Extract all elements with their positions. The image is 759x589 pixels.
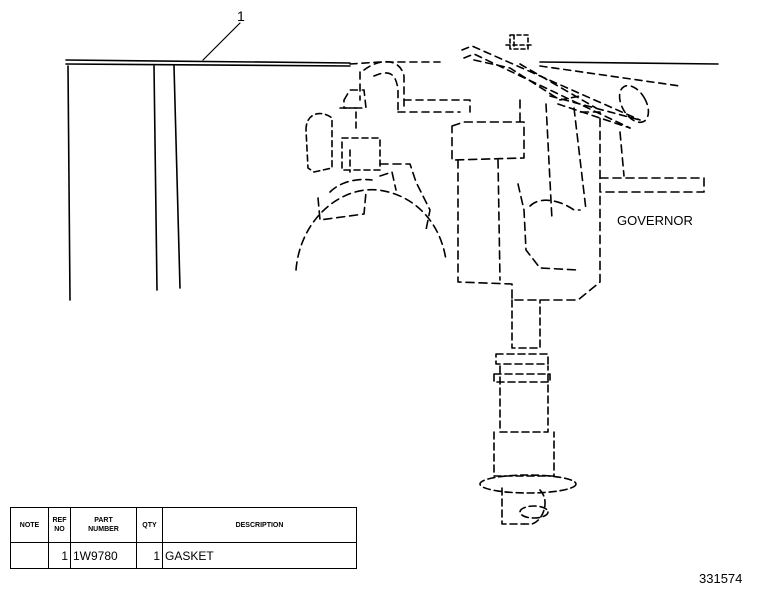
fuel-elbow-fitting <box>305 107 381 173</box>
header-part-number-line1: PART <box>94 517 113 524</box>
table-row: 1 1W9780 1 GASKET <box>10 542 357 569</box>
governor-lever <box>461 45 650 129</box>
front-housing <box>295 163 447 271</box>
callout-leader <box>202 22 241 61</box>
cell-qty: 1 <box>136 542 163 569</box>
header-ref-no-line2: NO <box>54 526 65 533</box>
cell-description: GASKET <box>162 542 357 569</box>
upper-housing-ghost <box>343 60 471 113</box>
upper-right-edge <box>539 61 719 65</box>
pivot-bolt <box>505 34 533 50</box>
governor-label: GOVERNOR <box>617 213 693 228</box>
upper-right-ghost <box>539 65 681 87</box>
header-part-number: PART NUMBER <box>70 507 137 543</box>
header-qty: QTY <box>136 507 163 543</box>
header-note: NOTE <box>10 507 49 543</box>
gasket-outline <box>65 59 351 301</box>
callout-number: 1 <box>237 8 245 24</box>
figure-id: 331574 <box>699 571 742 586</box>
governor-drive-shaft <box>479 299 577 525</box>
header-ref-no-line1: REF <box>52 517 67 524</box>
parts-table: NOTE REF NO PART NUMBER QTY DESCRIPTION … <box>10 507 357 569</box>
cell-part-number: 1W9780 <box>70 542 137 569</box>
cell-ref-no: 1 <box>48 542 71 569</box>
header-description: DESCRIPTION <box>162 507 357 543</box>
cell-note <box>10 542 49 569</box>
governor-body <box>451 99 705 301</box>
parts-table-header: NOTE REF NO PART NUMBER QTY DESCRIPTION <box>10 507 357 543</box>
header-part-number-line2: NUMBER <box>88 526 119 533</box>
header-ref-no: REF NO <box>48 507 71 543</box>
